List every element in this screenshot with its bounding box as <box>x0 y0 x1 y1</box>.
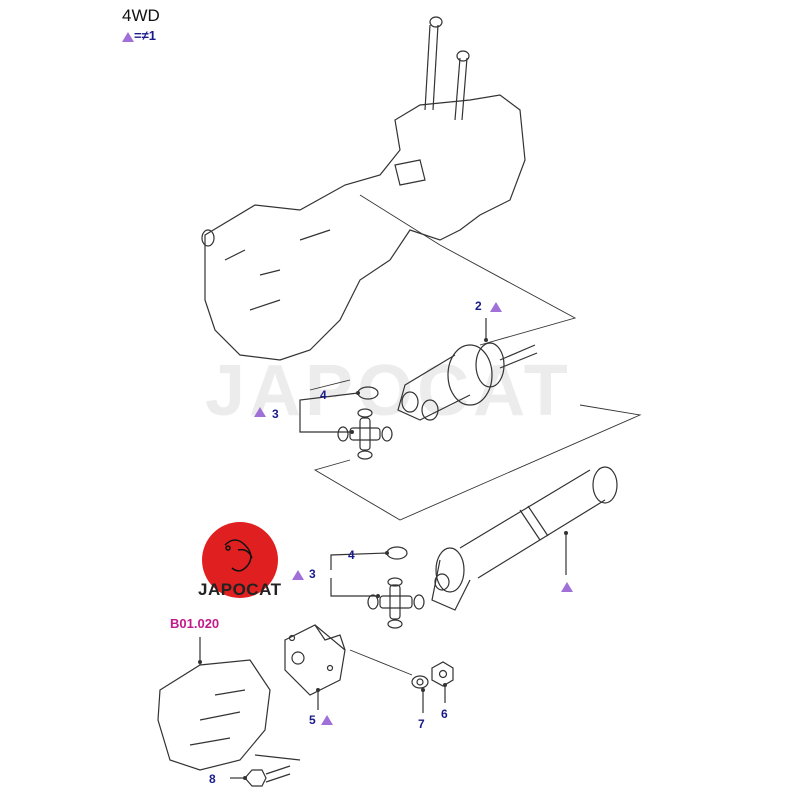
watermark: JAPOCAT <box>205 351 572 431</box>
diagram-title: 4WD <box>122 6 160 25</box>
marker-legend-text: =≠1 <box>134 28 156 43</box>
marker-legend: =≠1 <box>122 28 156 43</box>
callout-8[interactable]: 8 <box>209 772 216 786</box>
logo-label: JAPOCAT <box>198 580 282 599</box>
callout-2[interactable]: 2 <box>475 299 482 313</box>
callout-6[interactable]: 6 <box>441 707 448 721</box>
marker-triangle-icon <box>122 31 134 42</box>
reference-code[interactable]: B01.020 <box>170 616 220 631</box>
callout-4-lower[interactable]: 4 <box>348 548 355 562</box>
callout-3-lower[interactable]: 3 <box>309 567 316 581</box>
variant-markers <box>254 302 573 725</box>
bolt-drawing <box>244 765 291 787</box>
callout-7[interactable]: 7 <box>418 717 425 731</box>
upper-ujoint-drawing <box>337 408 393 460</box>
logo-dragon-icon <box>224 539 253 572</box>
flange-drawing <box>284 624 346 696</box>
lower-ujoint-drawing <box>367 577 425 629</box>
transfer-housing-drawing <box>157 659 271 771</box>
transmission-drawing <box>201 16 526 361</box>
callout-3-upper[interactable]: 3 <box>272 407 279 421</box>
output-yoke-drawing <box>397 342 538 421</box>
japocat-logo-icon <box>202 522 278 598</box>
callout-5[interactable]: 5 <box>309 713 316 727</box>
driveshaft-drawing <box>431 466 618 611</box>
callout-4-upper[interactable]: 4 <box>320 388 327 402</box>
